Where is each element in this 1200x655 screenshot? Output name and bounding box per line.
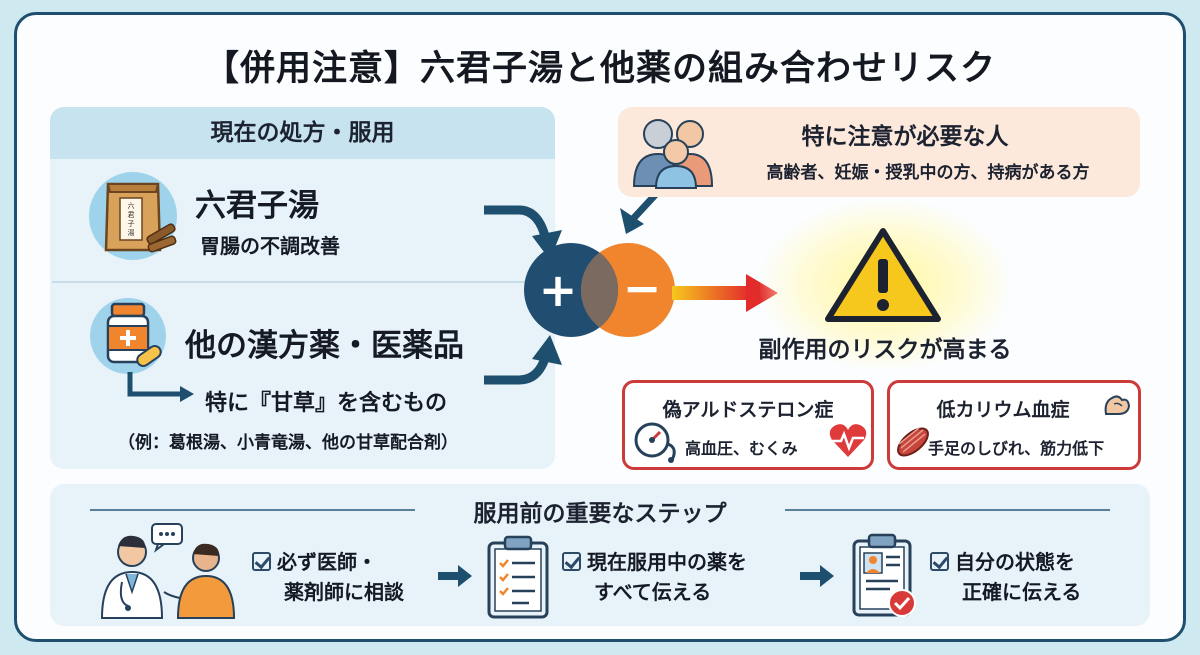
checkbox-icon [930,552,949,571]
step2-line2: すべて伝える [594,580,712,604]
arrow-icon [438,565,472,587]
step1-line1: 必ず医師・ [277,550,377,574]
arrow-icon [484,205,562,260]
package-label-char-1: 六 [128,201,135,210]
minus-symbol: − [623,261,662,315]
package-label-char-4: 湯 [128,228,135,237]
doctor-consult-icon [100,523,236,619]
step2-line1: 現在服用中の薬を [587,550,747,574]
checkbox-icon [252,552,271,571]
arrow-icon [620,191,659,234]
package-label-char-3: 子 [128,220,135,228]
steps-line-left [90,509,415,511]
page-title: 【併用注意】六君子湯と他薬の組み合わせリスク [203,49,996,89]
heart-icon [829,424,867,457]
risk2-desc: 手足のしびれ、筋力低下 [928,439,1105,458]
steps-line-right [785,509,1110,511]
people-group-icon [632,119,714,189]
package-label-char-2: 君 [128,211,135,219]
medicine-bottle-icon [90,298,166,374]
panel-divider [52,281,555,283]
arrow-icon [484,335,562,385]
current-prescription-panel: 現在の処方・服用 [50,107,555,469]
drug2-example: （例：葛根湯、小青竜湯、他の甘草配合剤） [118,433,458,453]
risk-box-hypokalemia: 低カリウム血症 手足のしびれ、筋力低下 [887,380,1141,470]
profile-check-icon [852,533,916,617]
note-arrow-icon [127,372,194,402]
clipboard-list-icon [487,535,549,619]
arrow-icon [800,565,834,587]
risk-label: 副作用のリスクが高まる [758,337,1012,363]
risk-box-pseudoaldosteronism: 偽アルドステロン症 高血圧、むくみ [622,380,874,470]
step1-line2: 薬剤師に相談 [284,580,404,604]
muscle-fiber-icon [897,427,929,457]
combination-symbol: + − [524,243,675,337]
risk1-desc: 高血圧、むくみ [685,439,798,458]
caution-desc: 高齢者、妊娠・授乳中の方、持病がある方 [766,163,1090,183]
risk2-title: 低カリウム血症 [936,399,1070,421]
step3-line1: 自分の状態を [955,550,1075,574]
steps-title: 服用前の重要なステップ [473,501,727,527]
drug1-desc: 胃腸の不調改善 [200,234,340,258]
drug2-note: 特に『甘草』を含むもの [205,391,448,416]
blood-pressure-icon [634,422,676,463]
step2-text: 現在服用中の薬を すべて伝える [562,547,747,607]
current-prescription-header: 現在の処方・服用 [50,107,555,159]
caution-title: 特に注意が必要な人 [801,124,1009,150]
step1-text: 必ず医師・ 薬剤師に相談 [252,547,404,607]
checkbox-icon [562,552,581,571]
muscle-icon [1104,395,1131,415]
warning-icon [825,228,941,322]
plus-symbol: + [539,263,578,317]
herb-package-icon: 六 君 子 湯 [89,172,177,260]
risk1-title: 偽アルドステロン症 [662,399,834,421]
drug2-name: 他の漢方薬・医薬品 [185,328,464,364]
drug1-name: 六君子湯 [195,188,319,224]
step3-line2: 正確に伝える [962,580,1082,604]
step3-text: 自分の状態を 正確に伝える [930,547,1081,607]
